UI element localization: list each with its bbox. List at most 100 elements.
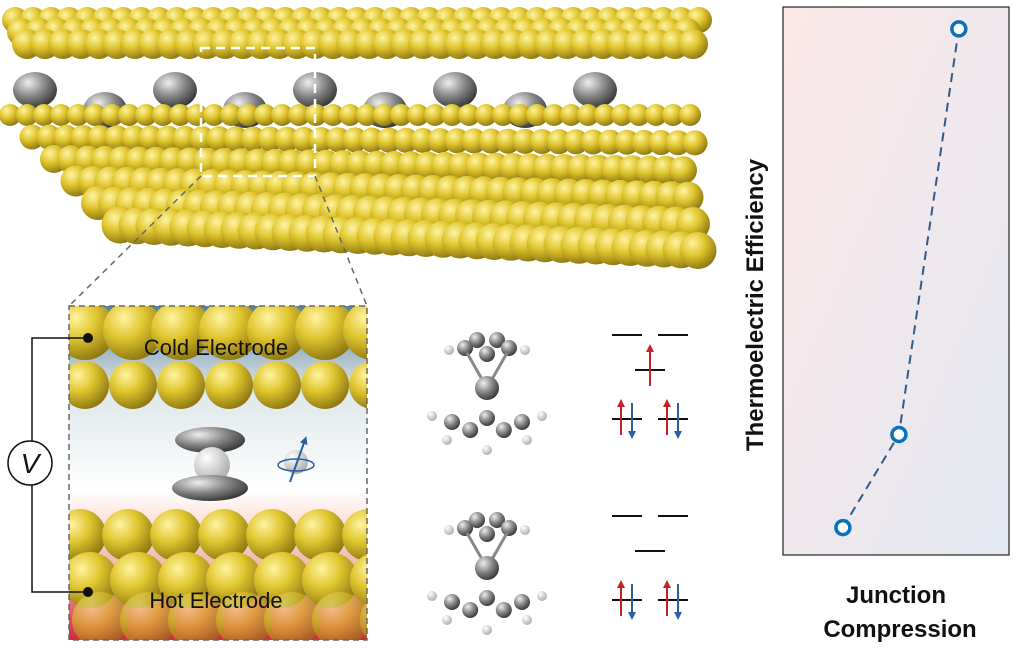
- hydrogen-atom: [520, 525, 530, 535]
- metallocene-molecule-bottom: [427, 512, 547, 635]
- hot-electrode-label: Hot Electrode: [149, 588, 282, 613]
- carbon-atom: [469, 332, 485, 348]
- gold-atom: [253, 361, 301, 409]
- molecule: [573, 72, 617, 108]
- gold-atom: [594, 104, 616, 126]
- carbon-atom: [495, 422, 512, 438]
- hydrogen-atom: [482, 445, 492, 455]
- cold-electrode-label: Cold Electrode: [144, 335, 288, 360]
- carbon-atom: [501, 340, 517, 356]
- gold-atom: [669, 156, 697, 185]
- carbon-atom: [462, 602, 479, 618]
- data-point: [834, 518, 852, 537]
- voltmeter-label: V: [21, 448, 42, 479]
- gold-atom: [109, 361, 157, 409]
- gold-atom: [203, 104, 225, 126]
- gold-atom: [301, 361, 349, 409]
- gold-atom: [102, 509, 154, 561]
- gold-atom: [120, 592, 176, 640]
- hydrogen-atom: [522, 435, 532, 445]
- orbital-energy-levels: [612, 334, 688, 620]
- gold-atom: [16, 104, 38, 126]
- gold-atom: [0, 104, 21, 126]
- gold-atom: [186, 104, 208, 126]
- gold-atom: [168, 592, 224, 640]
- gold-atom: [678, 29, 708, 59]
- gold-atom: [205, 361, 253, 409]
- gold-atom: [390, 104, 412, 126]
- carbon-atom: [469, 512, 485, 528]
- carbon-atom: [479, 346, 495, 362]
- carbon-atom: [489, 512, 505, 528]
- gold-atom: [69, 361, 109, 409]
- gold-atom: [679, 232, 717, 269]
- zoom-guide-right: [314, 175, 368, 307]
- data-point: [890, 425, 908, 444]
- gold-atom: [543, 104, 565, 126]
- gold-atom: [216, 592, 272, 640]
- hydrogen-atom: [482, 625, 492, 635]
- gold-atom: [247, 306, 307, 360]
- gold-atom: [84, 104, 106, 126]
- gold-atom: [271, 104, 293, 126]
- carbon-atom: [514, 414, 530, 430]
- hydrogen-atom: [522, 615, 532, 625]
- gold-atom: [246, 509, 298, 561]
- gold-atom: [322, 104, 344, 126]
- gold-atom: [475, 104, 497, 126]
- gold-atom: [264, 592, 320, 640]
- hydrogen-atom: [537, 591, 547, 601]
- carbon-atom: [479, 410, 495, 426]
- x-axis-label-line2: Compression: [823, 616, 976, 643]
- gold-atom: [118, 104, 140, 126]
- gold-atom: [526, 104, 548, 126]
- gold-atom: [69, 306, 115, 360]
- gold-atom: [254, 104, 276, 126]
- hydrogen-atom: [444, 525, 454, 535]
- gold-atom: [458, 104, 480, 126]
- gold-atom: [356, 104, 378, 126]
- gold-atom: [50, 104, 72, 126]
- metal-atom: [194, 447, 230, 483]
- carbon-atom: [489, 332, 505, 348]
- carbon-atom: [444, 594, 460, 610]
- hydrogen-atom: [520, 345, 530, 355]
- data-point: [950, 20, 968, 38]
- hydrogen-atom: [427, 591, 437, 601]
- gold-atom: [135, 104, 157, 126]
- carbon-atom: [457, 520, 473, 536]
- metal-atom: [475, 556, 499, 580]
- molecule: [153, 72, 197, 108]
- gold-atom: [682, 130, 708, 156]
- molecule: [433, 72, 477, 108]
- gold-atom: [577, 104, 599, 126]
- gold-atom: [342, 509, 367, 561]
- gold-atom: [169, 104, 191, 126]
- gold-atom: [645, 104, 667, 126]
- gold-atom: [441, 104, 463, 126]
- gold-atom: [152, 104, 174, 126]
- carbon-atom: [479, 526, 495, 542]
- molecule-ring: [172, 475, 248, 501]
- gold-atom: [628, 104, 650, 126]
- gold-atom: [294, 509, 346, 561]
- carbon-atom: [514, 594, 530, 610]
- gold-atom: [220, 104, 242, 126]
- gold-atom: [33, 104, 55, 126]
- carbon-atom: [495, 602, 512, 618]
- gold-atom: [560, 104, 582, 126]
- gold-atom: [407, 104, 429, 126]
- hydrogen-atom: [444, 345, 454, 355]
- gold-atom: [509, 104, 531, 126]
- metallocene-molecule-top: [427, 332, 547, 455]
- efficiency-chart: Thermoelectric Efficiency Junction Compr…: [742, 6, 1010, 643]
- voltmeter-icon: [7, 440, 53, 486]
- carbon-atom: [501, 520, 517, 536]
- gold-atom: [288, 104, 310, 126]
- gold-atom: [611, 104, 633, 126]
- hydrogen-atom: [427, 411, 437, 421]
- gold-atom: [237, 104, 259, 126]
- carbon-atom: [457, 340, 473, 356]
- gold-atom: [492, 104, 514, 126]
